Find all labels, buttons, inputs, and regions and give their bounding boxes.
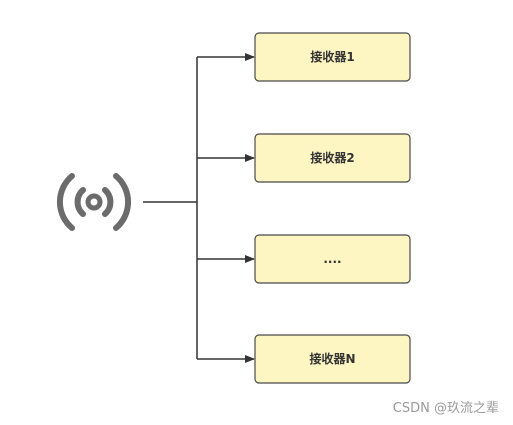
receiver-label: .... bbox=[323, 252, 341, 266]
receiver-label: 接收器1 bbox=[310, 49, 354, 64]
receiver-node: 接收器2 bbox=[254, 133, 411, 183]
receiver-label: 接收器2 bbox=[310, 150, 354, 165]
receiver-box bbox=[254, 334, 411, 384]
receiver-node: 接收器1 bbox=[254, 32, 411, 82]
broadcast-signal-icon bbox=[56, 173, 132, 231]
receiver-node: .... bbox=[254, 234, 411, 284]
watermark: CSDN @玖流之辈 bbox=[392, 401, 499, 416]
receiver-node: 接收器N bbox=[254, 334, 411, 384]
receiver-label: 接收器N bbox=[309, 351, 355, 366]
receiver-box bbox=[254, 234, 411, 284]
receiver-box bbox=[254, 133, 411, 183]
receiver-box bbox=[254, 32, 411, 82]
